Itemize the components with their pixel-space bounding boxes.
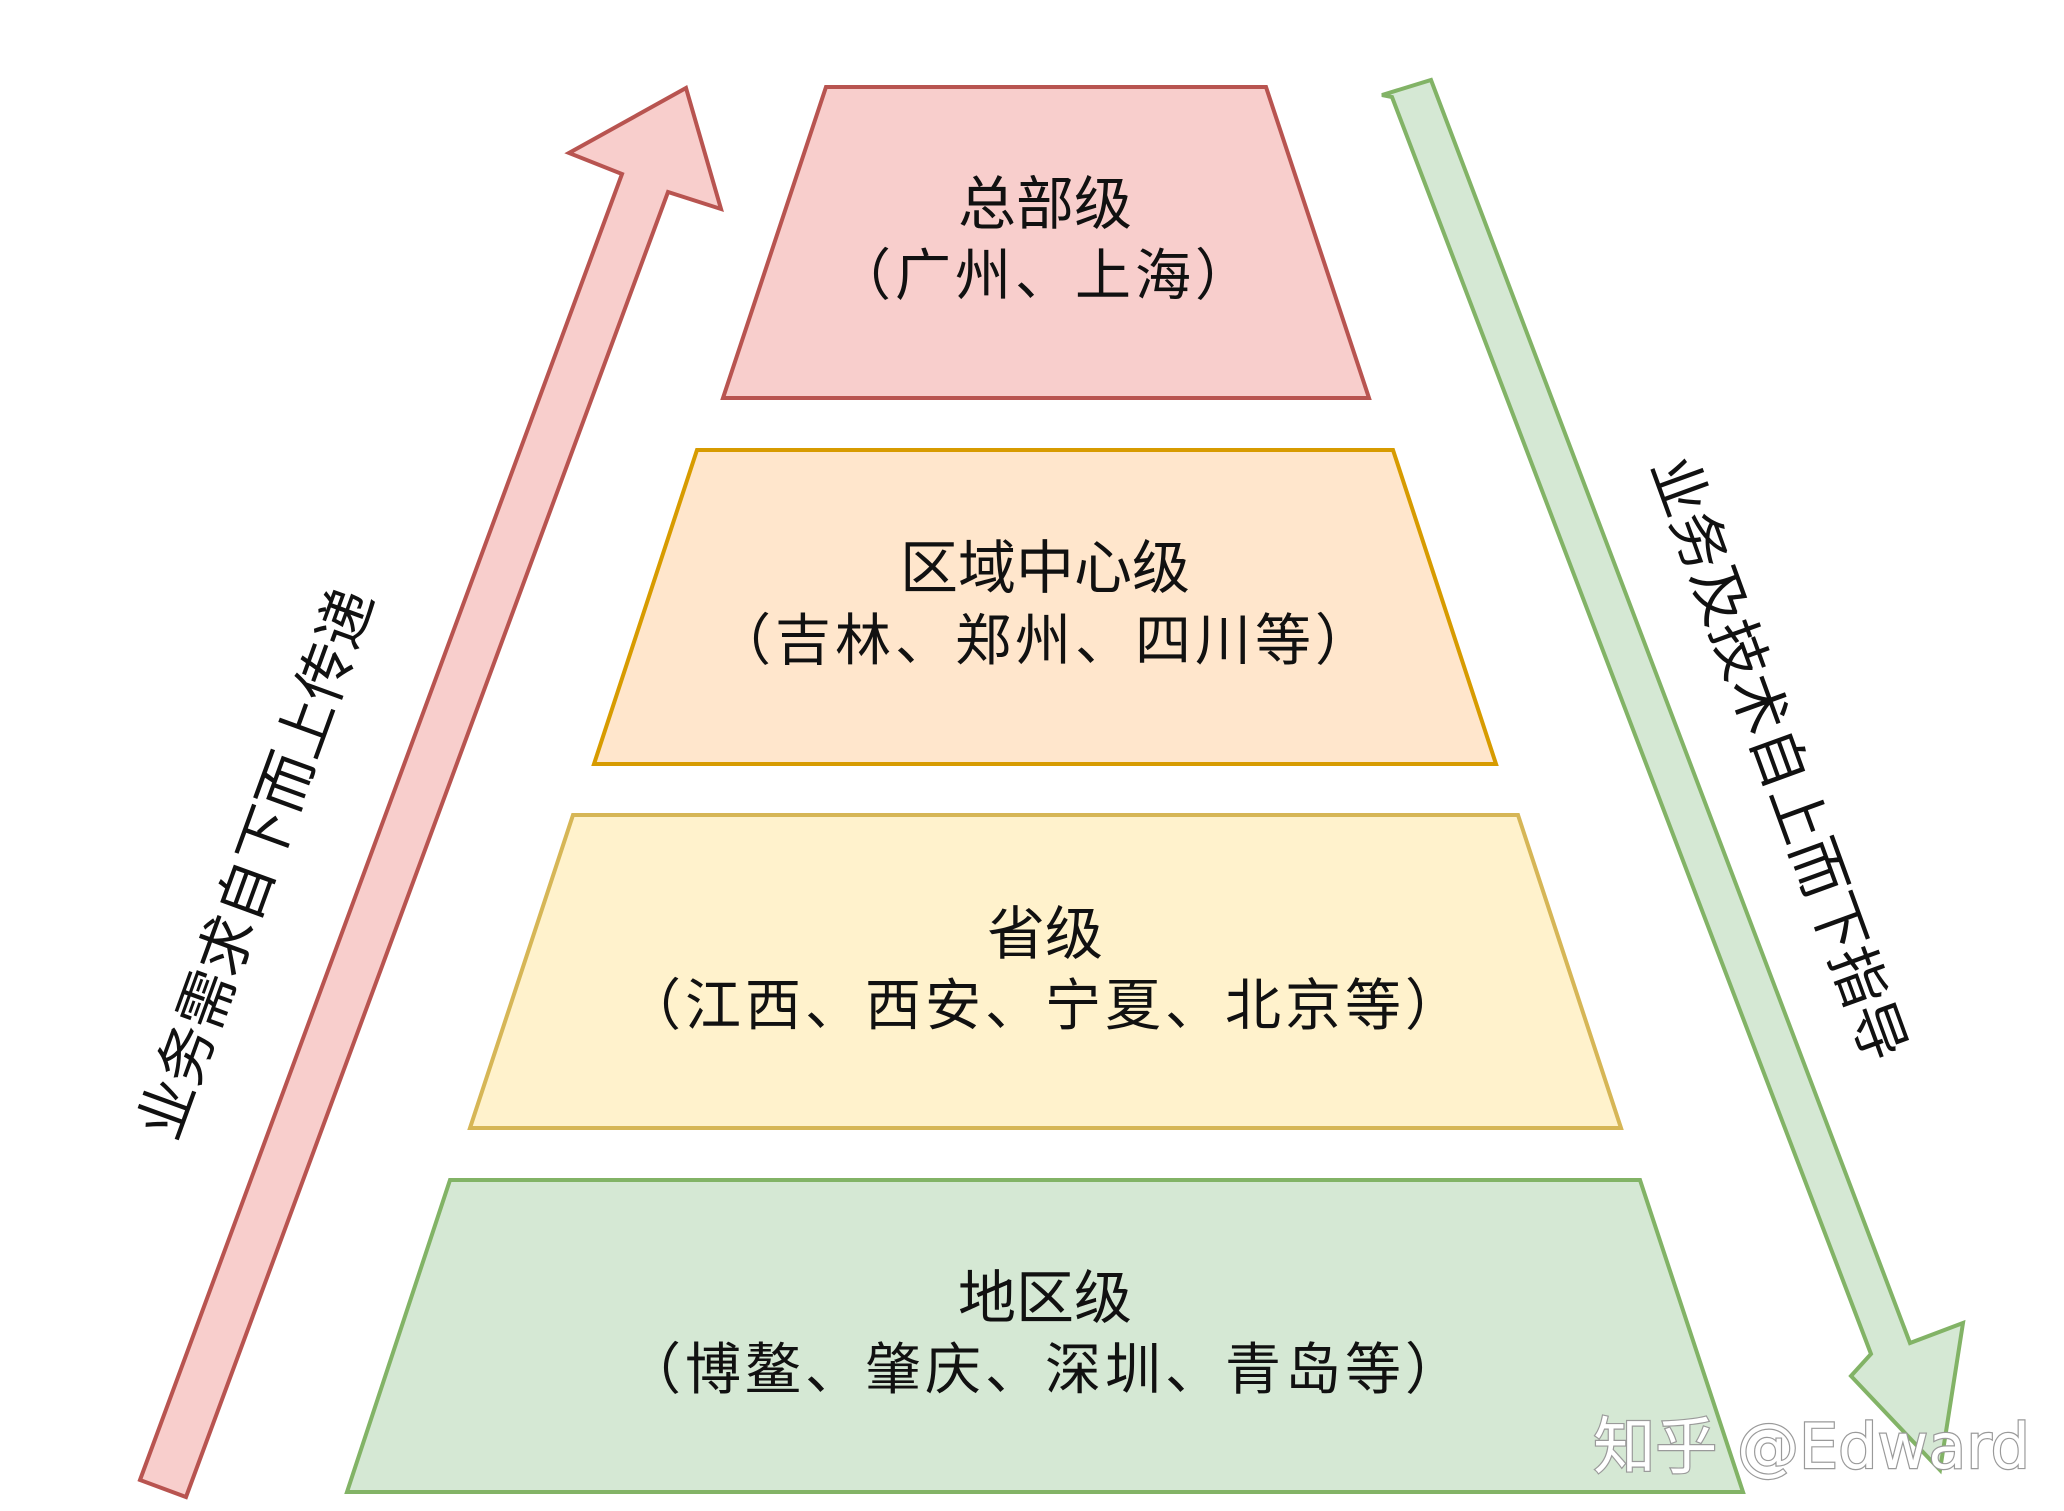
tier-provincial: 省级 （江西、西安、宁夏、北京等） bbox=[467, 813, 1624, 1130]
upward-arrow-shape bbox=[137, 85, 724, 1500]
tier-headquarters-subtitle: （广州、上海） bbox=[835, 244, 1255, 309]
tier-regional-center-subtitle: （吉林、郑州、四川等） bbox=[715, 609, 1375, 674]
tier-provincial-title: 省级 bbox=[987, 900, 1103, 968]
tier-district-title: 地区级 bbox=[958, 1264, 1132, 1332]
tier-regional-center: 区域中心级 （吉林、郑州、四川等） bbox=[591, 448, 1499, 766]
tier-headquarters: 总部级 （广州、上海） bbox=[720, 85, 1372, 400]
tier-district-shape bbox=[344, 1178, 1746, 1494]
tier-headquarters-title: 总部级 bbox=[958, 170, 1132, 238]
tier-headquarters-shape bbox=[720, 85, 1372, 400]
downward-arrow-shape bbox=[1381, 77, 1966, 1475]
tier-provincial-shape bbox=[467, 813, 1624, 1130]
tier-regional-center-title: 区域中心级 bbox=[900, 534, 1190, 602]
tier-provincial-subtitle: （江西、西安、宁夏、北京等） bbox=[625, 974, 1465, 1039]
tier-district: 地区级 （博鳌、肇庆、深圳、青岛等） bbox=[344, 1178, 1746, 1494]
tier-district-subtitle: （博鳌、肇庆、深圳、青岛等） bbox=[625, 1338, 1465, 1403]
tier-regional-center-shape bbox=[591, 448, 1499, 766]
watermark-text: 知乎 @Edward bbox=[1593, 1410, 2030, 1483]
